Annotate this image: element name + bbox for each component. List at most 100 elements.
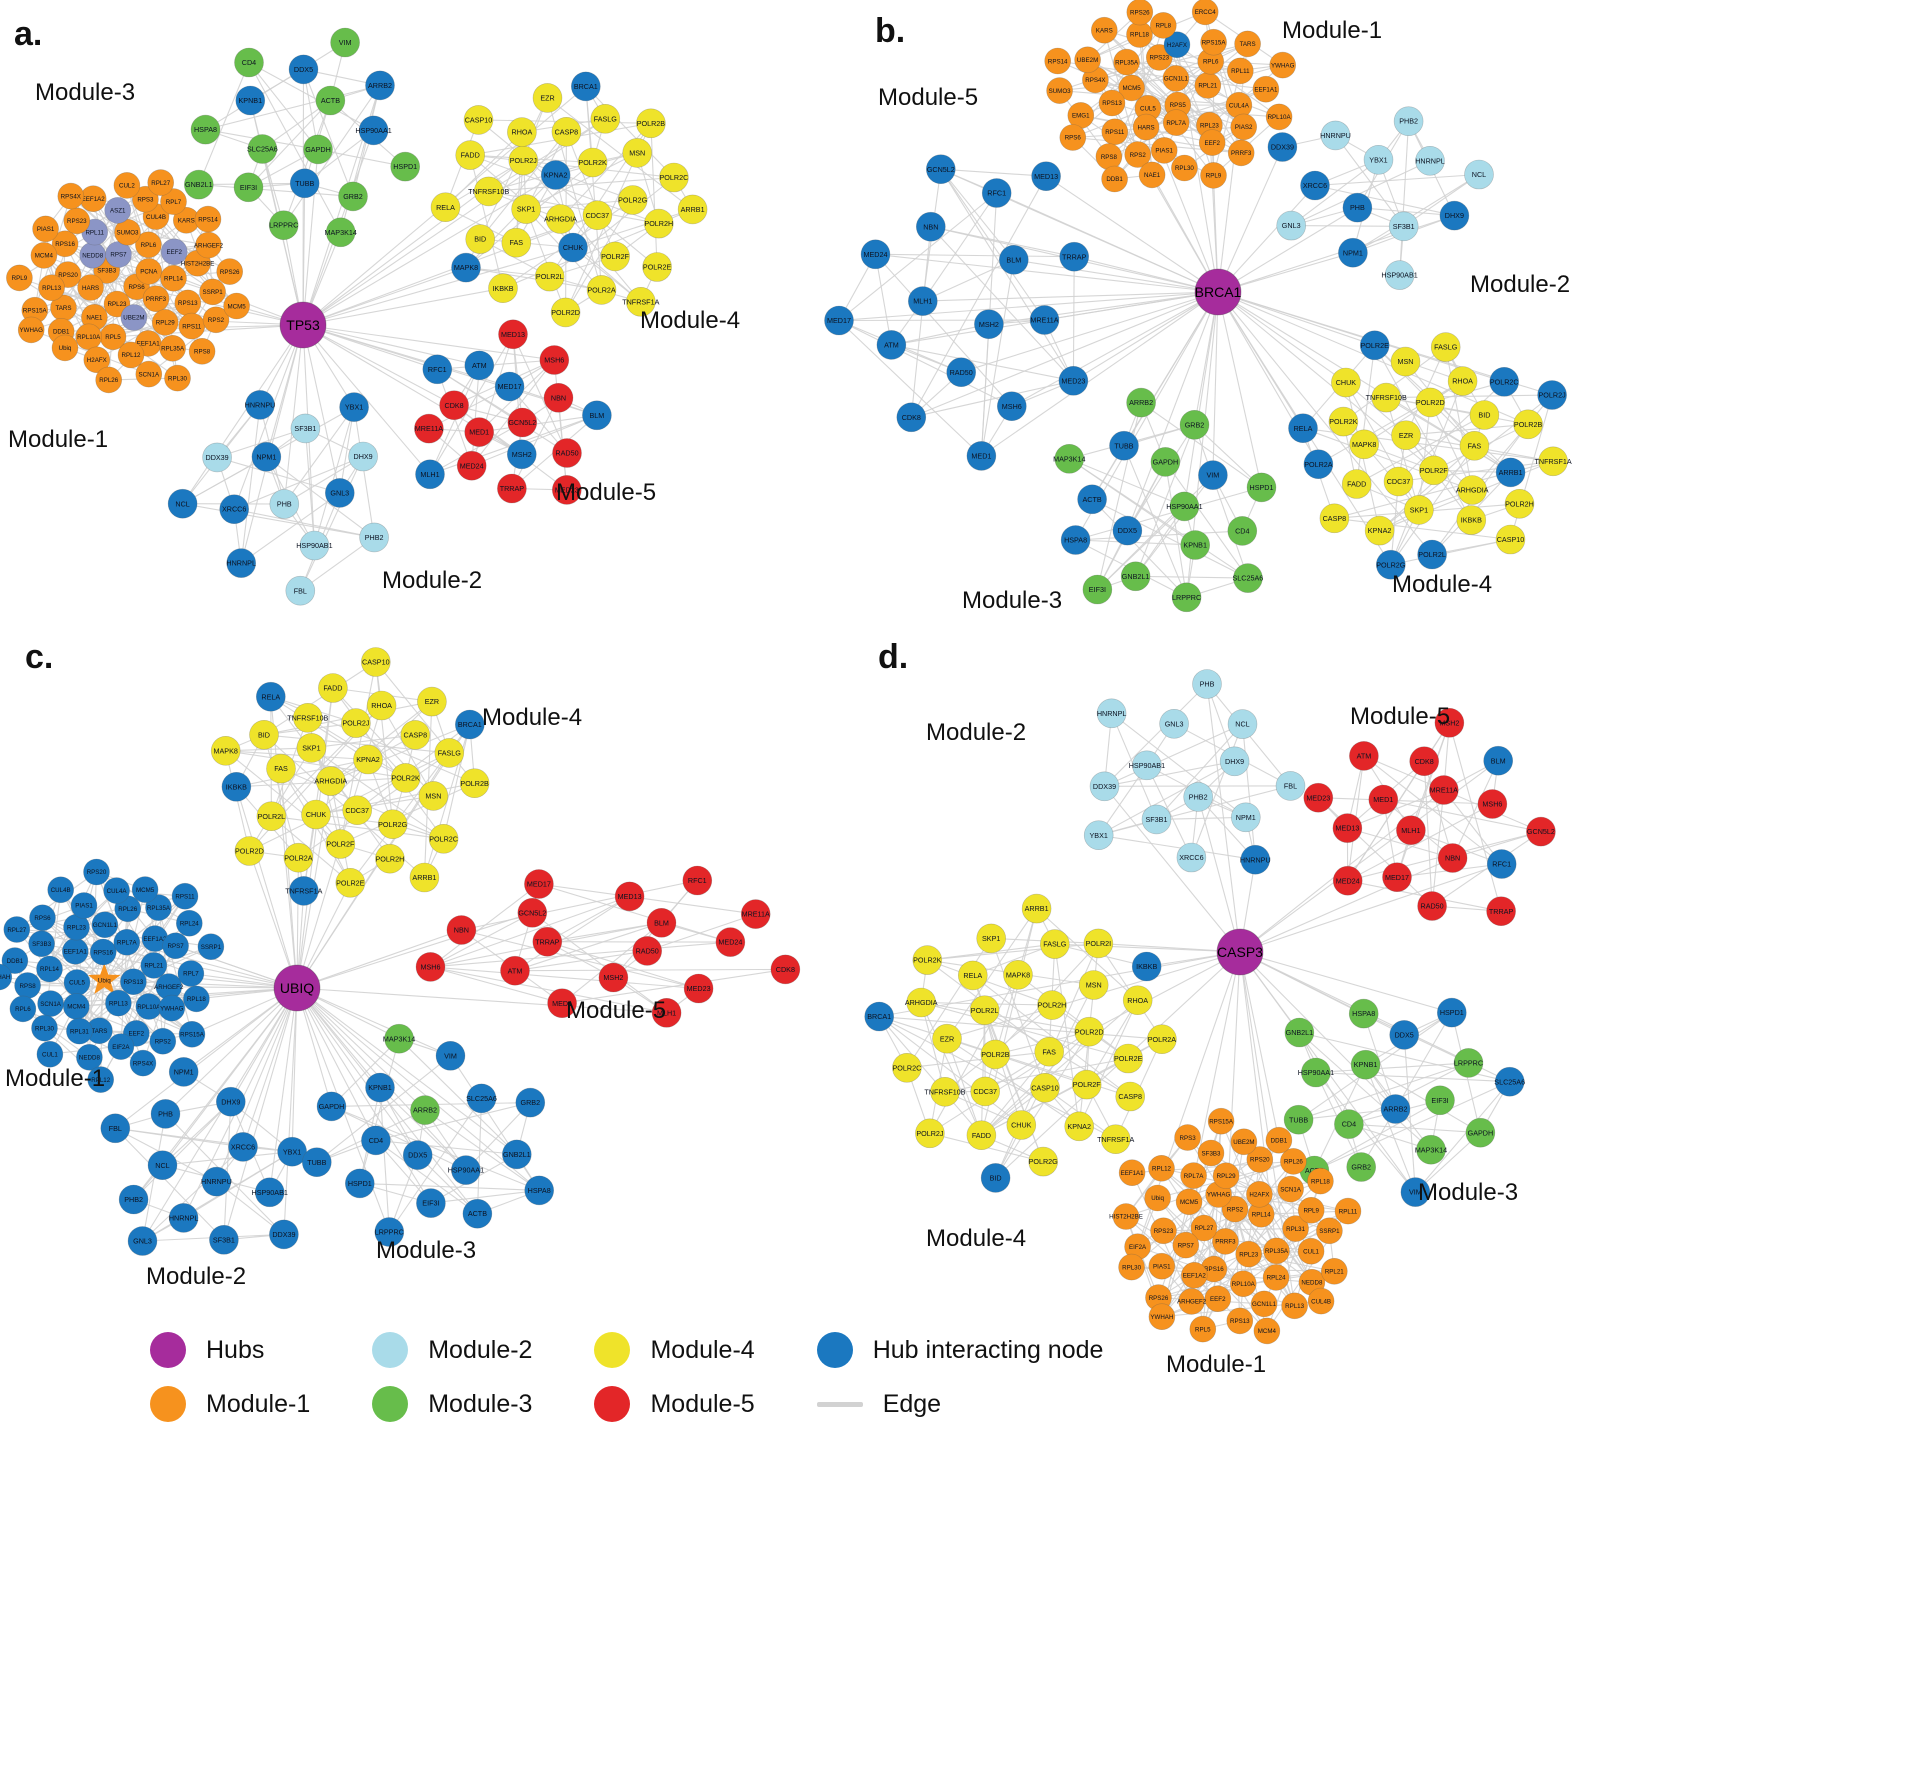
node-FASLG	[1040, 929, 1070, 959]
node-label: BRCA1	[458, 720, 482, 729]
node-VIM	[435, 1041, 466, 1071]
node-RPL11	[1334, 1197, 1362, 1225]
node-POLR2K	[912, 945, 943, 975]
node-label: MSH6	[421, 963, 441, 972]
node-TNFRSF1A	[625, 286, 656, 317]
node-label: TNFRSF10B	[1366, 393, 1407, 402]
node-label: CHUK	[1011, 1121, 1032, 1130]
node-label: GRB2	[1185, 420, 1205, 429]
node-label: NBN	[923, 222, 938, 231]
node-label: RPL26	[1284, 1159, 1303, 1166]
node-label: SKP1	[982, 934, 1000, 943]
node-label: DDB1	[7, 958, 24, 965]
node-YWHAH	[1148, 1303, 1176, 1330]
node-HSP90AA1	[451, 1155, 481, 1185]
node-label: H2AFX	[87, 357, 107, 364]
node-label: POLR2D	[235, 847, 264, 856]
node-label: CUL1	[1303, 1248, 1319, 1255]
node-label: RPL12	[1152, 1166, 1171, 1173]
node-HSPD1	[1246, 472, 1277, 503]
module-label: Module-5	[566, 997, 666, 1024]
node-label: POLR2C	[893, 1063, 922, 1072]
node-label: PIAS1	[37, 226, 55, 233]
node-MED13	[1031, 161, 1061, 191]
node-UBE2M	[1230, 1128, 1258, 1156]
node-label: XRCC6	[1303, 181, 1327, 190]
node-label: POLR2C	[660, 173, 689, 182]
node-label: RPL31	[1286, 1226, 1305, 1233]
node-label: RPS13	[1102, 100, 1122, 107]
node-FADD	[318, 673, 348, 703]
node-label: KPNA2	[544, 171, 568, 180]
node-POLR2E	[335, 867, 366, 898]
node-RPS2	[202, 306, 230, 334]
node-label: RPS3	[1180, 1135, 1197, 1142]
node-label: RPL6	[141, 242, 157, 249]
node-HSPA8	[524, 1175, 555, 1206]
node-label: ARRB2	[368, 81, 392, 90]
node-label: MRE11A	[742, 910, 770, 919]
node-label: NBN	[551, 393, 566, 402]
node-EIF3I	[1082, 574, 1113, 605]
node-label: GCN5L2	[518, 908, 546, 917]
node-label: LRPPRC	[1172, 593, 1201, 602]
node-RAD50	[946, 357, 977, 388]
node-label: UBE2M	[123, 315, 144, 322]
node-HNRNPU	[1240, 844, 1271, 875]
node-PHB2	[1183, 782, 1213, 812]
node-label: POLR2B	[637, 119, 666, 128]
node-label: HSP90AA1	[1298, 1068, 1334, 1077]
module-label: Module-4	[926, 1225, 1026, 1252]
node-label: SF3B1	[1393, 222, 1415, 231]
legend-item-hub-interacting: Hub interacting node	[816, 1332, 1103, 1368]
node-label: POLR2L	[971, 1006, 999, 1015]
node-PHB2	[118, 1184, 149, 1215]
node-RPL6	[135, 231, 162, 259]
node-label: RPL12	[91, 1077, 110, 1084]
node-label: RPL30	[1175, 165, 1194, 172]
node-label: RPL13	[1285, 1303, 1304, 1310]
node-SSRP1	[199, 278, 226, 306]
node-label: KPNA2	[1067, 1122, 1091, 1131]
node-label: RPL24	[1267, 1275, 1286, 1282]
node-MSH2	[974, 309, 1004, 340]
node-label: RPL9	[1303, 1208, 1319, 1215]
node-POLR2J	[1537, 380, 1567, 410]
node-label: NCL	[1235, 720, 1249, 729]
node-MSH6	[1477, 789, 1508, 819]
node-SCN1A	[1277, 1175, 1304, 1203]
node-CHUK	[558, 232, 588, 263]
node-label: RPL6	[1203, 59, 1219, 66]
node-RPS2	[149, 1027, 177, 1055]
node-label: EEF2	[1210, 1296, 1226, 1303]
node-RPS14	[1044, 47, 1071, 75]
node-BLM	[646, 907, 677, 938]
node-label: MSH2	[1439, 718, 1459, 727]
node-RFC1	[981, 178, 1012, 208]
node-FASLG	[1430, 332, 1461, 362]
node-label: RPS7	[110, 252, 127, 259]
node-label: LRPPRC	[1454, 1059, 1483, 1068]
node-LRPPRC	[1171, 582, 1202, 613]
node-RPS13	[1098, 89, 1126, 117]
node-label: BLM	[654, 918, 669, 927]
node-label: MED23	[1306, 793, 1330, 802]
node-label: EEF1A2	[1183, 1273, 1207, 1280]
node-MED17	[524, 869, 554, 899]
node-label: MED13	[1034, 172, 1058, 181]
node-GAPDH	[303, 134, 333, 165]
node-label: PHB	[1350, 203, 1365, 212]
node-label: HSP90AA1	[448, 1166, 484, 1175]
node-PHB2	[1393, 106, 1424, 136]
node-PIAS1	[32, 215, 59, 243]
node-label: CD4	[369, 1136, 383, 1145]
node-label: POLR2H	[376, 854, 405, 863]
legend-label: Module-1	[206, 1389, 311, 1418]
node-label: EEF2	[129, 1031, 145, 1038]
node-label: POLR2A	[1148, 1035, 1177, 1044]
node-RPL18	[183, 985, 210, 1013]
node-label: POLR2K	[913, 956, 942, 965]
node-label: RPS6	[34, 915, 51, 922]
node-label: RPS6	[129, 284, 146, 291]
